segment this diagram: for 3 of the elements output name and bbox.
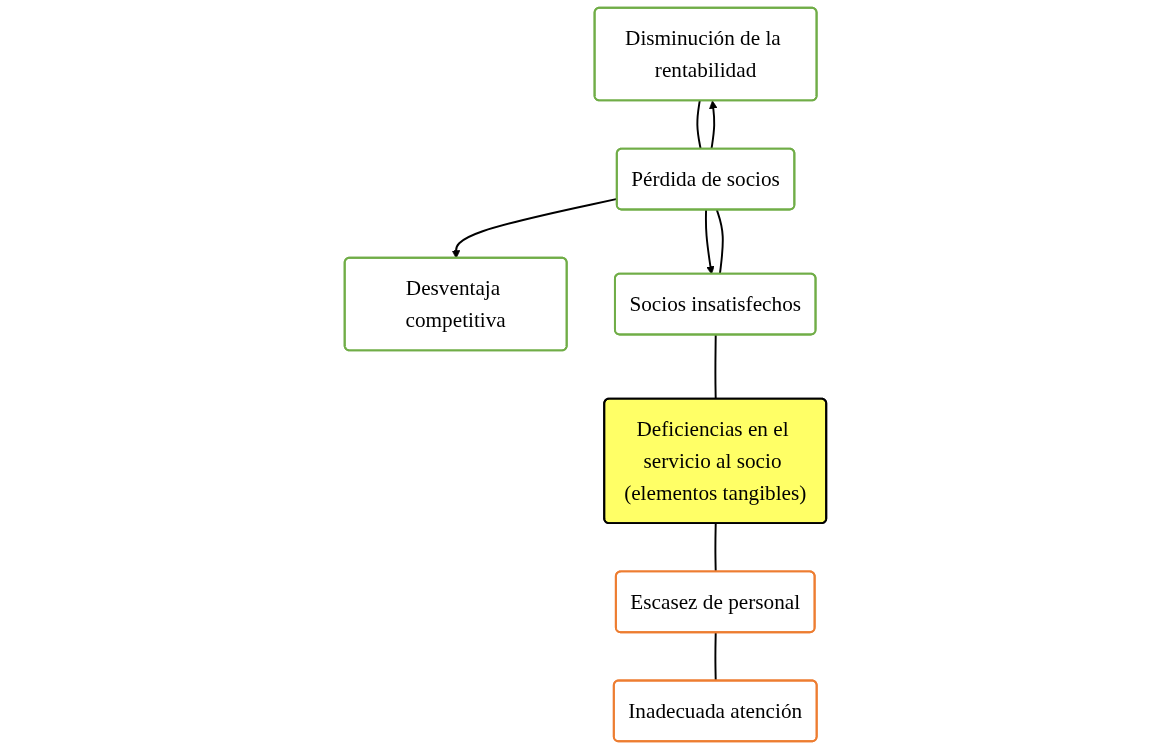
arrow — [705, 208, 715, 275]
connector — [714, 522, 717, 573]
connector — [714, 631, 717, 682]
